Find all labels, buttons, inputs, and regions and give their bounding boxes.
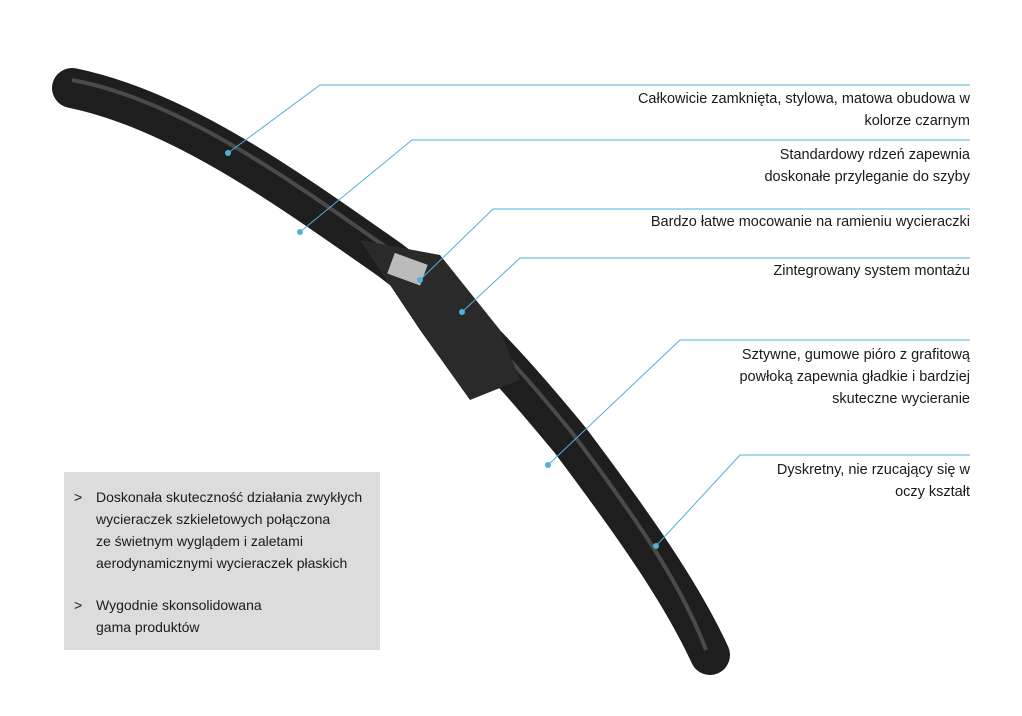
text-line: Dyskretny, nie rzucający się w bbox=[776, 462, 970, 478]
callout-line-6 bbox=[655, 454, 970, 547]
text-line: wycieraczek szkieletowych połączona bbox=[96, 511, 331, 527]
text-line: oczy kształt bbox=[895, 484, 970, 500]
callout-line-4 bbox=[461, 257, 970, 313]
callout-label-system: Zintegrowany system montażu bbox=[773, 260, 970, 282]
text-line: Doskonała skuteczność działania zwykłych bbox=[96, 489, 363, 505]
callout-label-core: Standardowy rdzeń zapewnia doskonałe przy… bbox=[764, 144, 970, 188]
callout-lines bbox=[227, 84, 970, 547]
text-line: ze świetnym wyglądem i zaletami bbox=[96, 533, 303, 549]
text-line: Wygodnie skonsolidowana bbox=[96, 597, 262, 613]
mounting-adapter bbox=[360, 240, 520, 400]
feature-item: > Doskonała skuteczność działania zwykły… bbox=[74, 486, 362, 574]
text-line: Standardowy rdzeń zapewnia bbox=[779, 147, 970, 163]
text-line: powłoką zapewnia gładkie i bardziej bbox=[739, 369, 970, 385]
adapter-clip bbox=[387, 252, 428, 286]
bullet-arrow-icon: > bbox=[74, 597, 83, 613]
feature-item: > Wygodnie skonsolidowana gama produktów bbox=[74, 594, 262, 638]
callout-label-housing: Całkowicie zamknięta, stylowa, matowa ob… bbox=[638, 88, 970, 132]
callout-line-5 bbox=[547, 339, 970, 466]
callout-dots bbox=[225, 150, 659, 549]
text-line: Całkowicie zamknięta, stylowa, matowa ob… bbox=[637, 91, 970, 107]
text-line: Wygodnie skonsolidowana gama produktów bbox=[96, 594, 262, 638]
callout-label-shape: Dyskretny, nie rzucający się w oczy kszta… bbox=[777, 459, 970, 503]
callout-label-mounting: Bardzo łatwe mocowanie na ramieniu wycie… bbox=[651, 211, 970, 233]
text-line: Zintegrowany system montażu bbox=[773, 263, 970, 279]
features-box: > Doskonała skuteczność działania zwykły… bbox=[64, 472, 380, 650]
text-line: kolorze czarnym bbox=[864, 113, 970, 129]
text-line: Doskonała skuteczność działania zwykłych… bbox=[96, 486, 362, 574]
bullet-arrow-icon: > bbox=[74, 489, 83, 505]
callout-line-3 bbox=[419, 208, 970, 281]
text-line: doskonałe przyleganie do szyby bbox=[764, 169, 970, 185]
text-line: Bardzo łatwe mocowanie na ramieniu wycie… bbox=[650, 214, 970, 230]
text-line: gama produktów bbox=[96, 619, 200, 635]
callout-line-2 bbox=[299, 139, 970, 233]
callout-line-1 bbox=[227, 84, 970, 154]
text-line: skuteczne wycieranie bbox=[832, 391, 970, 407]
text-line: Sztywne, gumowe pióro z grafitową bbox=[741, 347, 970, 363]
callout-label-rubber: Sztywne, gumowe pióro z grafitową powłoką… bbox=[739, 344, 970, 410]
text-line: aerodynamicznymi wycieraczek płaskich bbox=[96, 555, 348, 571]
